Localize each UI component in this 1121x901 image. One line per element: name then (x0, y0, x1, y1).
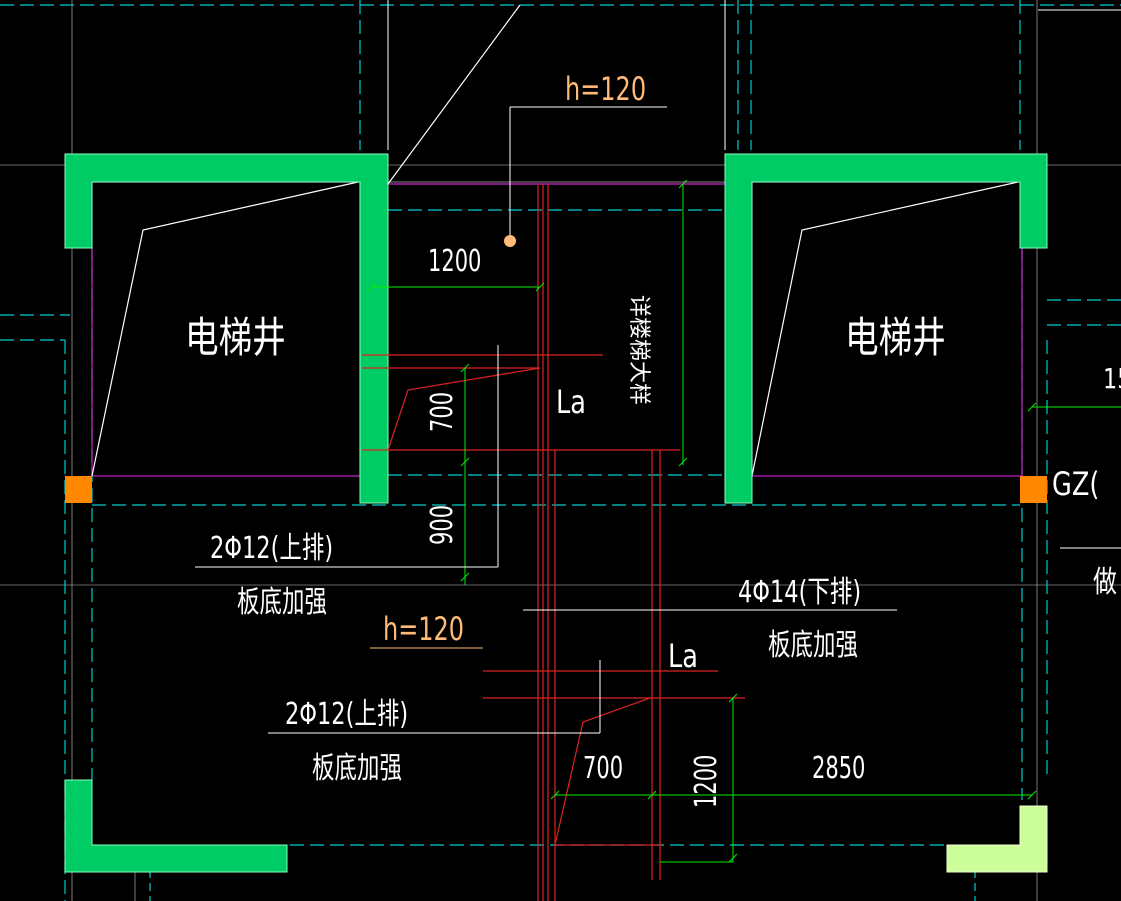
rebar-lines (362, 184, 745, 901)
dim-700-top: 700 (425, 392, 460, 432)
rebar-mid-right-note: 板底加强 (768, 628, 858, 663)
labels: 电梯井 电梯井 h=120 h=120 La La 详楼梯大样 2Φ12(上排)… (185, 71, 1121, 808)
rebar-bottom-left-note: 板底加强 (312, 751, 402, 786)
column-tag: GZ( (1052, 465, 1099, 503)
stair-detail-ref: 详楼梯大样 (626, 295, 651, 405)
slab-thickness-mid: h=120 (383, 611, 464, 648)
dim-1200-right: 1200 (689, 755, 724, 808)
leader-lines (195, 106, 897, 734)
right-column (1020, 476, 1047, 503)
dim-1200-top: 1200 (428, 244, 481, 279)
left-shaft-diagonal (91, 181, 359, 477)
left-column (65, 476, 92, 503)
rebar-bend (554, 697, 651, 846)
anchor-mid-label: La (668, 637, 698, 675)
dim-tick (367, 282, 377, 292)
slab-leader-dot (504, 235, 516, 247)
dim-tick (460, 457, 470, 467)
elevator-left-label: 电梯井 (185, 313, 286, 362)
dim-tick (678, 179, 688, 189)
left-elevator-wall (64, 153, 389, 504)
elevator-right-label: 电梯井 (845, 313, 946, 362)
dim-900: 900 (425, 505, 460, 545)
anchor-top-label: La (556, 383, 586, 421)
dim-tick (1027, 790, 1037, 800)
shaft-diagonals (91, 4, 1019, 477)
dimension-lines (367, 179, 1121, 863)
dim-tick (678, 457, 688, 467)
rebar-bend (387, 367, 541, 451)
bottom-right-wall (946, 805, 1048, 873)
dim-700-bottom: 700 (583, 751, 623, 786)
dim-tick (550, 790, 560, 800)
dim-tick (647, 790, 657, 800)
dim-tick (460, 363, 470, 373)
rebar-bottom-left: 2Φ12(上排) (285, 697, 408, 732)
slab-thickness-top: h=120 (565, 71, 646, 108)
right-elevator-wall (724, 153, 1048, 504)
grid-white-lines (387, 0, 1121, 549)
rebar-top-left-note: 板底加强 (237, 585, 327, 620)
walls (64, 153, 1048, 873)
rebar-top-left: 2Φ12(上排) (210, 531, 333, 566)
dim-tick (728, 693, 738, 703)
leader-diagonal (387, 4, 521, 185)
rebar-mid-right: 4Φ14(下排) (738, 575, 861, 610)
dim-tick (1027, 402, 1037, 412)
edge-text-right-2: 15 (1103, 361, 1121, 394)
edge-text-right-1: 做 (1093, 565, 1117, 599)
bottom-left-wall (64, 779, 288, 873)
dim-2850: 2850 (812, 751, 865, 786)
right-shaft-diagonal (751, 181, 1019, 477)
dim-tick (535, 282, 545, 292)
dim-tick (728, 853, 738, 863)
dim-tick (460, 572, 470, 582)
